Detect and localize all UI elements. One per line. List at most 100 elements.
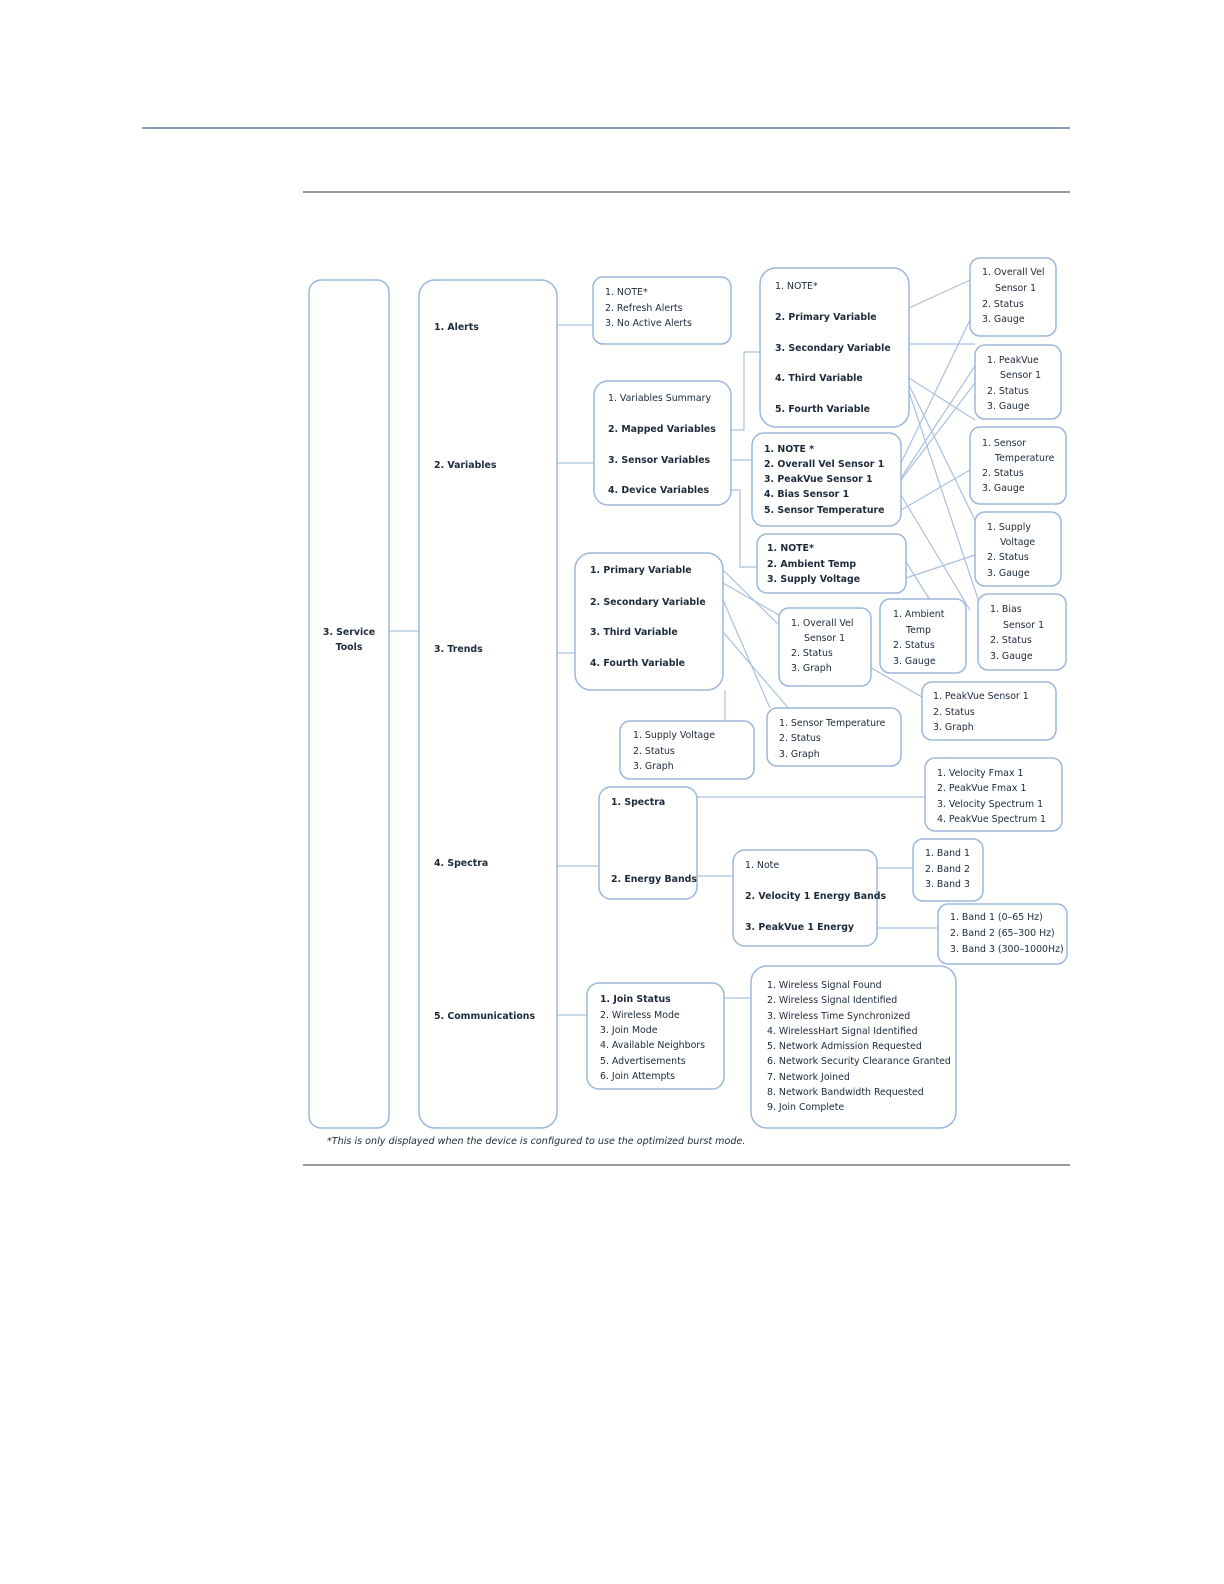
node-line: 3. Gauge (982, 314, 1025, 325)
node-line: 2. Overall Vel Sensor 1 (764, 459, 884, 470)
node-line: 3. Gauge (987, 568, 1030, 579)
node-line: 3. Graph (779, 749, 820, 760)
node-bands-pv: 1. Band 1 (0–65 Hz)2. Band 2 (65–300 Hz)… (937, 903, 1068, 965)
node-line: 2. Ambient Temp (767, 559, 856, 570)
node-line: Tools (336, 642, 363, 653)
node-line: 2. Primary Variable (775, 312, 877, 323)
node-l1-alerts: 1. Alerts (418, 279, 558, 1129)
node-box (598, 786, 698, 900)
node-line: 4. WirelessHart Signal Identified (767, 1026, 918, 1037)
node-box (974, 511, 1062, 587)
node-box (937, 903, 1068, 965)
node-box (586, 982, 725, 1090)
node-line: 3. Band 3 (300–1000Hz) (950, 944, 1064, 955)
node-energy-menu: 1. Note 2. Velocity 1 Energy Bands 3. Peak… (732, 849, 887, 947)
node-line: 3. Trends (434, 644, 483, 655)
node-line: 1. Supply (987, 522, 1031, 533)
node-line: 3. Secondary Variable (775, 343, 891, 354)
node-line: 2. Wireless Signal Identified (767, 995, 897, 1006)
node-l1-comms: 5. Communications (434, 1011, 535, 1022)
node-line: 4. Available Neighbors (600, 1040, 705, 1051)
node-alerts-menu: 1. NOTE* 2. Refresh Alerts 3. No Active Al… (592, 276, 732, 345)
node-line: 1. Sensor (982, 438, 1026, 449)
node-line: 2. Mapped Variables (608, 424, 716, 435)
node-spectra-list: 1. Velocity Fmax 12. PeakVue Fmax 13. Ve… (924, 757, 1063, 832)
node-line: 1. Note (745, 860, 779, 871)
node-box (592, 276, 732, 345)
node-line: 2. Status (933, 707, 975, 718)
node-line: 2. Status (982, 468, 1024, 479)
node-line: 1. Overall Vel (791, 618, 853, 629)
node-line: 2. Status (893, 640, 935, 651)
node-line: 2. Status (791, 648, 833, 659)
node-line: 2. Status (982, 299, 1024, 310)
node-line: 3. Gauge (990, 651, 1033, 662)
node-line: 3. PeakVue 1 Energy (745, 922, 854, 933)
node-line: 9. Join Complete (767, 1102, 844, 1113)
footnote: *This is only displayed when the device … (327, 1136, 746, 1147)
node-line: 2. Band 2 (65–300 Hz) (950, 928, 1055, 939)
node-line: Temp (905, 625, 931, 636)
node-line: 1. Join Status (600, 994, 671, 1005)
node-box (418, 279, 558, 1129)
node-line: 5. Advertisements (600, 1056, 686, 1067)
node-line: 7. Network Joined (767, 1072, 850, 1083)
node-line: 1. NOTE* (775, 281, 818, 292)
node-line: 1. Spectra (611, 797, 665, 808)
node-line: 5. Sensor Temperature (764, 505, 884, 516)
node-line: 4. Spectra (434, 858, 488, 869)
node-line: 3. Gauge (982, 483, 1025, 494)
node-line: 3. Supply Voltage (767, 574, 860, 585)
node-line: 1. Velocity Fmax 1 (937, 768, 1023, 779)
node-line: 2. Refresh Alerts (605, 303, 683, 314)
node-line: 3. Third Variable (590, 627, 678, 638)
node-line: 2. Status (633, 746, 675, 757)
node-line: 1. NOTE* (605, 287, 648, 298)
node-line: 3. PeakVue Sensor 1 (764, 474, 873, 485)
node-line: 1. PeakVue (987, 355, 1039, 366)
node-box (912, 838, 984, 902)
node-box (759, 267, 910, 428)
node-line: 4. Fourth Variable (590, 658, 685, 669)
node-box (778, 607, 872, 687)
node-line: 4. Third Variable (775, 373, 863, 384)
node-line: 3. Gauge (893, 656, 936, 667)
node-line: 4. Bias Sensor 1 (764, 489, 849, 500)
node-line: Sensor 1 (804, 633, 845, 644)
node-line: Temperature (994, 453, 1055, 464)
node-box (619, 720, 755, 780)
node-line: Sensor 1 (995, 283, 1036, 294)
node-mapped-menu: 1. NOTE* 2. Primary Variable 3. Secondary … (759, 267, 910, 428)
node-box (593, 380, 732, 506)
node-line: 2. Band 2 (925, 864, 970, 875)
node-line: 2. Velocity 1 Energy Bands (745, 891, 887, 902)
node-line: 3. Service (323, 627, 375, 638)
node-line: 3. Wireless Time Synchronized (767, 1011, 910, 1022)
node-line: 1. Overall Vel (982, 267, 1044, 278)
node-line: 2. Status (990, 635, 1032, 646)
node-line: 3. Sensor Variables (608, 455, 711, 466)
node-line: 1. NOTE* (767, 543, 814, 554)
node-box (969, 426, 1067, 505)
node-device-menu: 1. NOTE* 2. Ambient Temp 3. Supply Voltage (756, 533, 907, 594)
node-line: 4. Device Variables (608, 485, 710, 496)
node-line: 1. Supply Voltage (633, 730, 715, 741)
node-box (766, 707, 902, 767)
node-line: 2. Status (779, 733, 821, 744)
node-l1-spectra: 4. Spectra (434, 858, 488, 869)
node-line: 1. Primary Variable (590, 565, 692, 576)
node-line: 3. Gauge (987, 401, 1030, 412)
node-line: 3. No Active Alerts (605, 318, 692, 329)
node-line: 3. Graph (791, 663, 832, 674)
node-line: 2. Variables (434, 460, 497, 471)
